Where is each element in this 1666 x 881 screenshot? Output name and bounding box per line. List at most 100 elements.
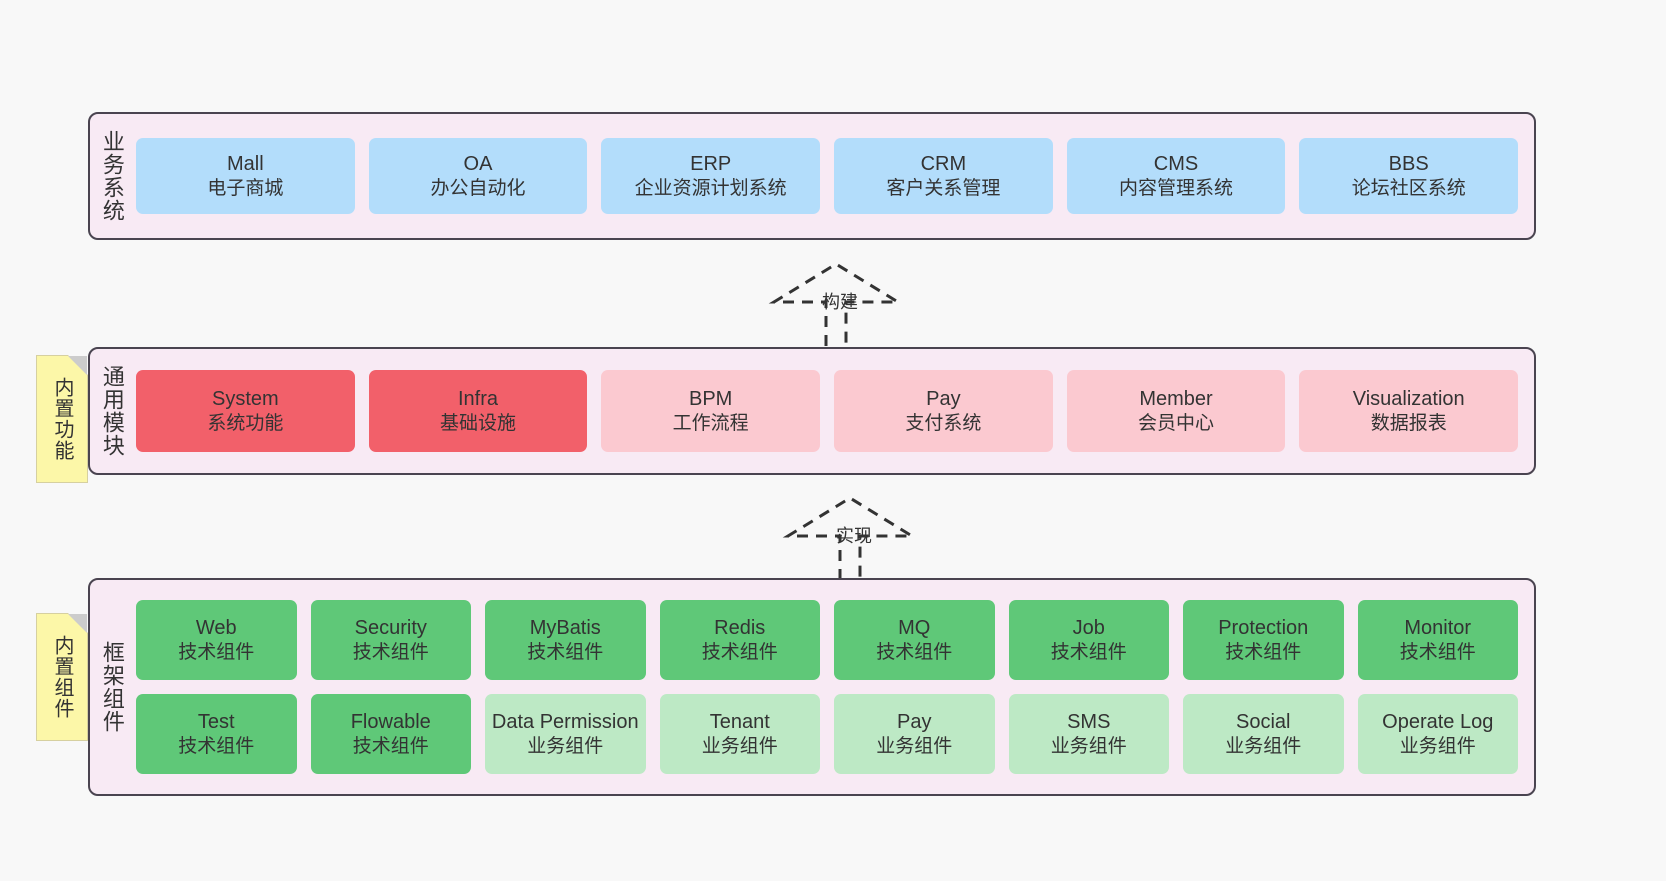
card-title: Operate Log <box>1382 711 1494 734</box>
card-title: BPM <box>689 388 733 411</box>
card-subtitle: 技术组件 <box>352 735 429 757</box>
card-title: Visualization <box>1352 388 1465 411</box>
card-job[interactable]: Job 技术组件 <box>1008 600 1169 680</box>
arrow-build: 构建 <box>756 258 916 348</box>
card-title: MyBatis <box>529 617 601 640</box>
card-title: Member <box>1139 388 1213 411</box>
card-system[interactable]: System 系统功能 <box>136 370 355 452</box>
card-title: Test <box>197 711 235 734</box>
card-pay-module[interactable]: Pay 支付系统 <box>834 370 1053 452</box>
card-title: Social <box>1236 711 1291 734</box>
layer-business-systems: 业务系统 Mall 电子商城 OA 办公自动化 ERP 企业资源计划系统 CRM <box>88 112 1536 240</box>
layer-modules-body: System 系统功能 Infra 基础设施 BPM 工作流程 Pay 支付系统… <box>134 349 1534 473</box>
card-subtitle: 办公自动化 <box>430 177 526 199</box>
card-mybatis[interactable]: MyBatis 技术组件 <box>485 600 646 680</box>
card-redis[interactable]: Redis 技术组件 <box>659 600 820 680</box>
card-monitor[interactable]: Monitor 技术组件 <box>1357 600 1518 680</box>
card-infra[interactable]: Infra 基础设施 <box>368 370 588 452</box>
card-subtitle: 技术组件 <box>701 641 778 663</box>
card-tenant[interactable]: Tenant 业务组件 <box>659 694 820 774</box>
card-data-permission[interactable]: Data Permission 业务组件 <box>485 694 646 774</box>
arrow-build-icon <box>768 262 904 346</box>
card-subtitle: 业务组件 <box>527 735 604 757</box>
layer-business-label: 业务系统 <box>99 130 125 222</box>
card-mq[interactable]: MQ 技术组件 <box>834 600 995 680</box>
card-subtitle: 技术组件 <box>527 641 604 663</box>
card-oa[interactable]: OA 办公自动化 <box>368 138 588 214</box>
card-title: Web <box>195 617 237 640</box>
card-title: Mall <box>227 153 264 176</box>
card-title: Pay <box>926 388 961 411</box>
card-visualization[interactable]: Visualization 数据报表 <box>1299 370 1519 452</box>
card-subtitle: 业务组件 <box>1225 735 1302 757</box>
card-subtitle: 业务组件 <box>1399 735 1476 757</box>
card-subtitle: 技术组件 <box>352 641 429 663</box>
card-subtitle: 基础设施 <box>440 412 517 434</box>
card-crm[interactable]: CRM 客户关系管理 <box>834 138 1053 214</box>
layer-common-modules: 通用模块 System 系统功能 Infra 基础设施 BPM 工作流程 Pay <box>88 347 1536 475</box>
card-bbs[interactable]: BBS 论坛社区系统 <box>1299 138 1519 214</box>
card-title: SMS <box>1067 711 1111 734</box>
layer-framework-label: 框架组件 <box>99 641 125 733</box>
card-subtitle: 内容管理系统 <box>1119 177 1234 199</box>
card-web[interactable]: Web 技术组件 <box>136 600 297 680</box>
card-member[interactable]: Member 会员中心 <box>1066 370 1286 452</box>
card-subtitle: 技术组件 <box>1399 641 1476 663</box>
note-builtin-functions: 内置功能 <box>36 355 88 483</box>
card-social[interactable]: Social 业务组件 <box>1183 694 1344 774</box>
card-subtitle: 电子商城 <box>207 177 284 199</box>
card-cms[interactable]: CMS 内容管理系统 <box>1066 138 1286 214</box>
card-subtitle: 论坛社区系统 <box>1351 177 1466 199</box>
card-title: MQ <box>898 617 931 640</box>
card-title: Redis <box>714 617 766 640</box>
card-mall[interactable]: Mall 电子商城 <box>136 138 355 214</box>
card-subtitle: 技术组件 <box>178 735 255 757</box>
card-title: Security <box>354 617 427 640</box>
layer-modules-label: 通用模块 <box>99 365 125 457</box>
card-erp[interactable]: ERP 企业资源计划系统 <box>601 138 821 214</box>
layer-business-body: Mall 电子商城 OA 办公自动化 ERP 企业资源计划系统 CRM 客户关系… <box>134 114 1534 238</box>
card-pay-component[interactable]: Pay 业务组件 <box>834 694 995 774</box>
framework-tech-row: Web 技术组件 Security 技术组件 MyBatis 技术组件 Redi… <box>136 600 1518 680</box>
note-label: 内置功能 <box>51 377 73 461</box>
card-title: Tenant <box>709 711 770 734</box>
card-subtitle: 会员中心 <box>1138 412 1215 434</box>
arrow-implement-icon <box>782 496 918 580</box>
card-test[interactable]: Test 技术组件 <box>136 694 297 774</box>
card-sms[interactable]: SMS 业务组件 <box>1008 694 1169 774</box>
card-flowable[interactable]: Flowable 技术组件 <box>310 694 471 774</box>
card-title: Infra <box>457 388 499 411</box>
card-title: Job <box>1072 617 1105 640</box>
card-title: OA <box>463 153 493 176</box>
card-subtitle: 技术组件 <box>1225 641 1302 663</box>
note-label: 内置组件 <box>51 635 73 719</box>
layer-framework-body: Web 技术组件 Security 技术组件 MyBatis 技术组件 Redi… <box>134 580 1534 794</box>
card-bpm[interactable]: BPM 工作流程 <box>601 370 821 452</box>
card-subtitle: 数据报表 <box>1370 412 1447 434</box>
card-protection[interactable]: Protection 技术组件 <box>1183 600 1344 680</box>
framework-business-row: Test 技术组件 Flowable 技术组件 Data Permission … <box>136 694 1518 774</box>
card-subtitle: 业务组件 <box>701 735 778 757</box>
business-card-row: Mall 电子商城 OA 办公自动化 ERP 企业资源计划系统 CRM 客户关系… <box>136 138 1519 214</box>
layer-framework-components: 框架组件 Web 技术组件 Security 技术组件 MyBatis 技术组件… <box>88 578 1536 796</box>
card-title: Pay <box>897 711 932 734</box>
card-title: CMS <box>1153 153 1199 176</box>
card-subtitle: 企业资源计划系统 <box>634 177 787 199</box>
card-title: ERP <box>690 153 732 176</box>
modules-card-row: System 系统功能 Infra 基础设施 BPM 工作流程 Pay 支付系统… <box>136 370 1519 452</box>
card-title: Flowable <box>350 711 431 734</box>
card-security[interactable]: Security 技术组件 <box>310 600 471 680</box>
card-subtitle: 技术组件 <box>876 641 953 663</box>
note-builtin-components: 内置组件 <box>36 613 88 741</box>
card-title: BBS <box>1388 153 1429 176</box>
arrow-implement: 实现 <box>770 492 930 582</box>
card-title: CRM <box>920 153 967 176</box>
card-title: Protection <box>1218 617 1309 640</box>
card-subtitle: 工作流程 <box>672 412 749 434</box>
card-subtitle: 支付系统 <box>905 412 982 434</box>
arrow-implement-label: 实现 <box>836 526 872 546</box>
card-operate-log[interactable]: Operate Log 业务组件 <box>1357 694 1518 774</box>
card-subtitle: 系统功能 <box>207 412 284 434</box>
card-title: System <box>211 388 279 411</box>
